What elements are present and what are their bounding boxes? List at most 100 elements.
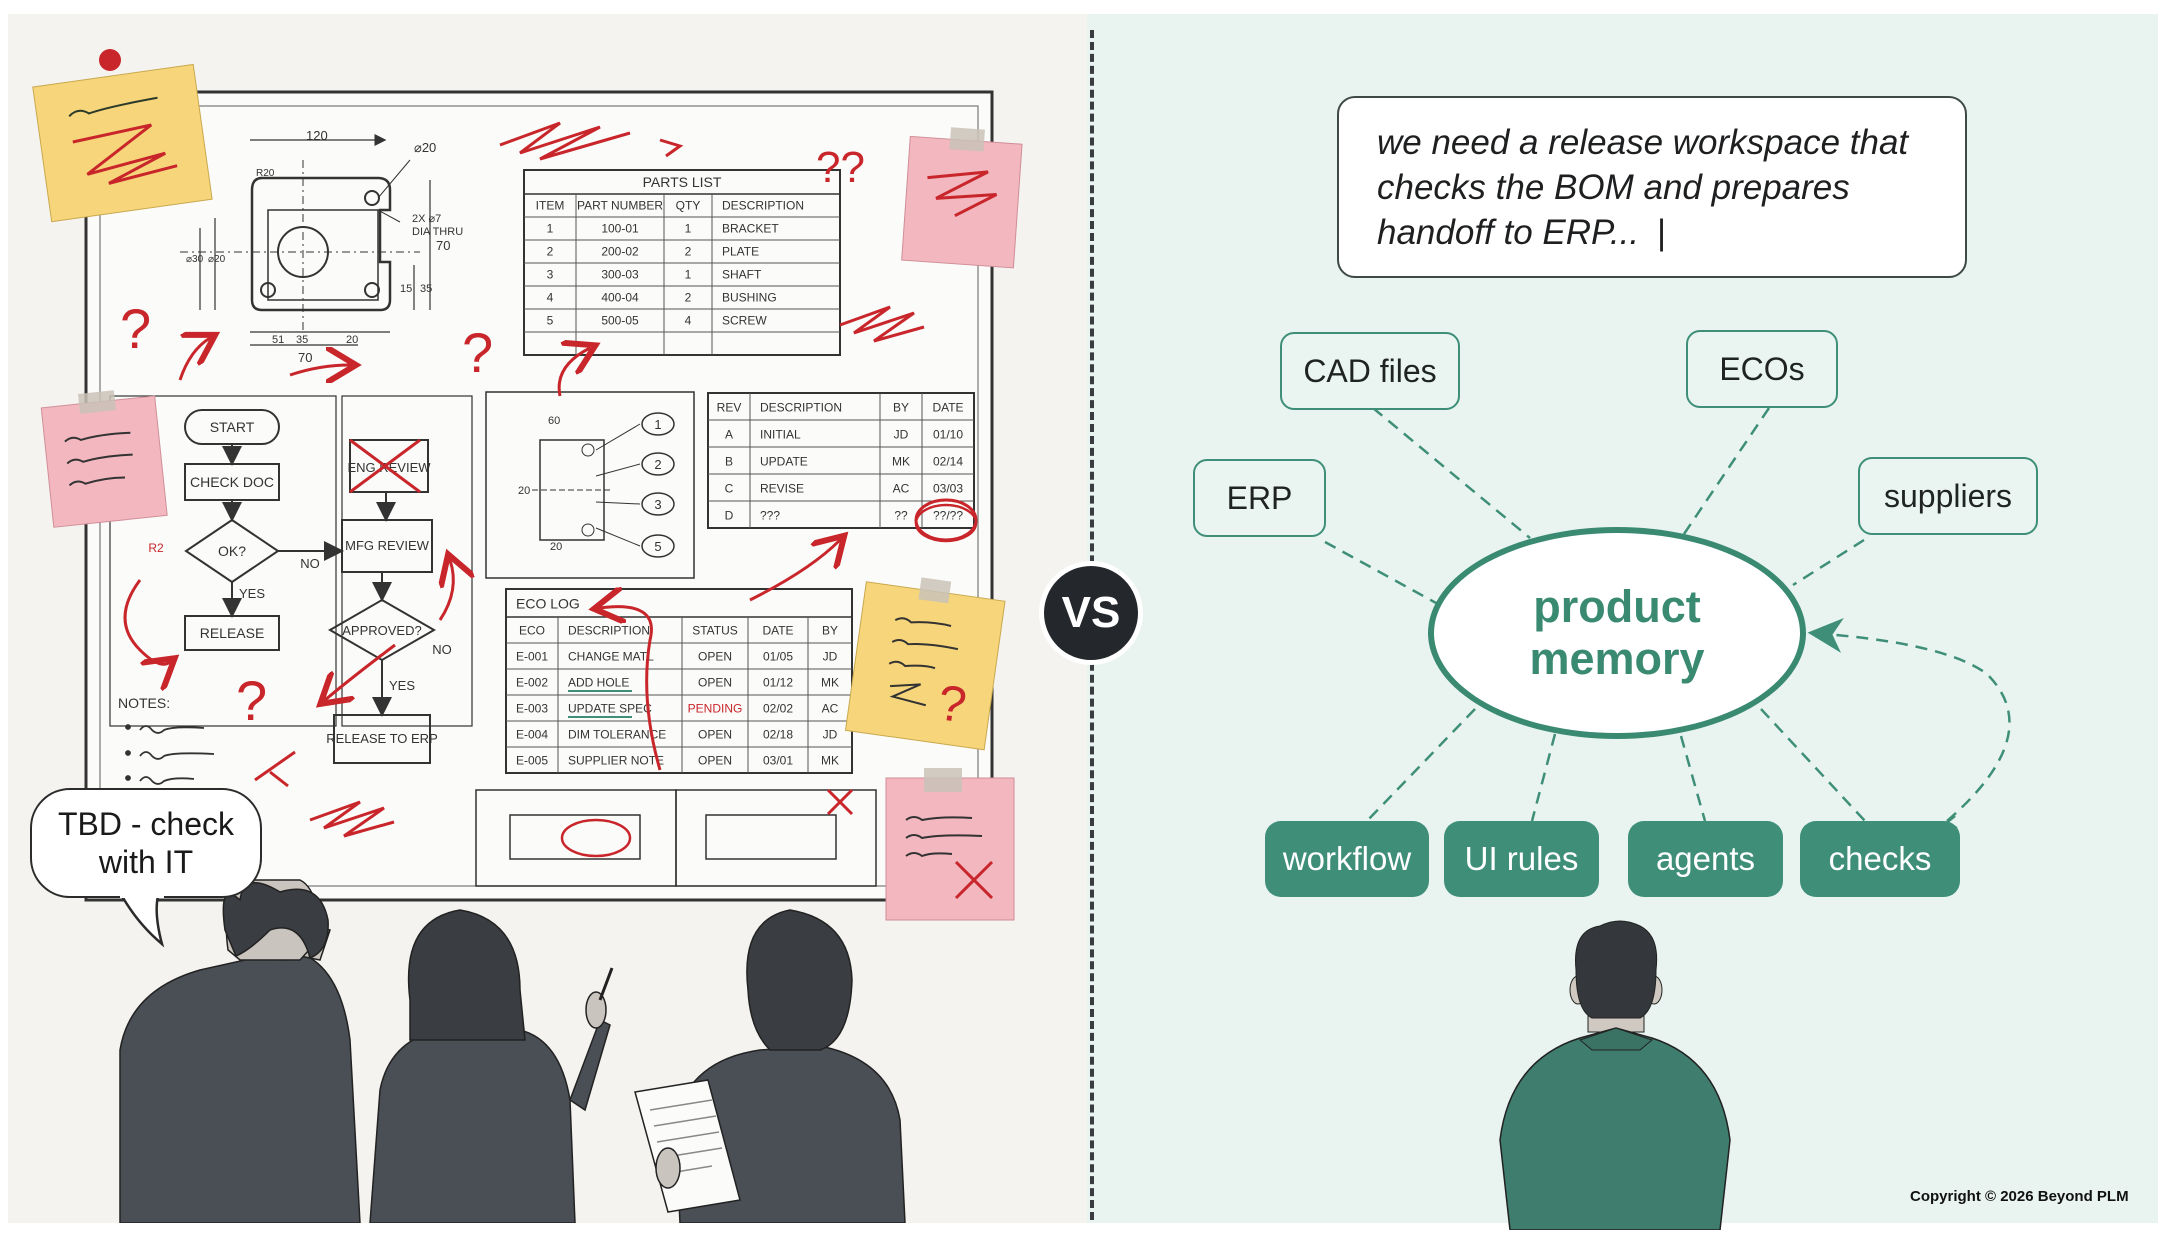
copyright-text: Copyright © 2026 Beyond PLM: [1910, 1188, 2129, 1205]
balloon-circle: [641, 452, 675, 476]
eco-log-cell: OPEN: [698, 676, 732, 690]
speech-bubble-tail: [120, 894, 165, 948]
push-pin-icon: [99, 49, 121, 71]
rev-table-header-cell: REV: [717, 400, 742, 414]
eco-log-cell: UPDATE SPEC: [568, 702, 652, 716]
core-line-2: memory: [1529, 633, 1705, 684]
parts-list-cell: SHAFT: [722, 268, 762, 282]
parts-list-cell: 5: [547, 314, 554, 328]
dim-2x-dia7: 2X ⌀7: [412, 213, 441, 225]
product-memory-core: product memory: [1428, 527, 1806, 739]
eco-log-cell: CHANGE MATL: [568, 650, 654, 664]
prompt-input-box[interactable]: we need a release workspace that checks …: [1337, 96, 1967, 278]
parts-list-cell: PLATE: [722, 245, 759, 259]
flow-release-erp-node: [333, 714, 431, 764]
revision-table: REVABCDDESCRIPTIONINITIALUPDATEREVISE???…: [707, 392, 978, 543]
balloon-leader: [595, 501, 641, 505]
rev-table-cell: C: [725, 481, 734, 495]
eco-log-cell: 03/01: [763, 754, 793, 768]
balloon-label: 5: [654, 539, 661, 554]
dim-dia20: ⌀20: [414, 140, 436, 155]
source-node-ecos: ECOs: [1686, 330, 1838, 408]
person-reading: [634, 909, 906, 1223]
question-mark-1: ?: [120, 297, 151, 360]
parts-list-cell: 100-01: [601, 222, 639, 236]
parts-list-cell: 2: [685, 291, 692, 305]
parts-list-cell: BUSHING: [722, 291, 777, 305]
parts-list-cell: 300-03: [601, 268, 639, 282]
detail-view-dims: 60 20 20: [518, 415, 562, 553]
eco-log-cell: E-001: [516, 650, 548, 664]
eco-log-cell: 02/18: [763, 728, 793, 742]
connector-agents: [1679, 735, 1707, 822]
parts-list-cell: 4: [547, 291, 554, 305]
flow-release-erp-label: RELEASE TO ERP: [326, 731, 438, 746]
flow-yes-label-1: YES: [239, 586, 265, 601]
rev-table-cell: REVISE: [760, 481, 804, 495]
eco-log-cell: MK: [821, 754, 839, 768]
connector-erp: [1324, 540, 1448, 611]
dim-70-vertical: 70: [436, 238, 450, 253]
parts-list-cell: 2: [547, 245, 554, 259]
flow-yes-label-2: YES: [389, 678, 415, 693]
balloon-circle: [641, 492, 675, 516]
flow-approved-label: APPROVED?: [342, 623, 421, 638]
flow-no-label-2: NO: [432, 642, 452, 657]
notes-label: NOTES:: [118, 695, 170, 711]
eco-log-cell: OPEN: [698, 728, 732, 742]
eco-log-table: ECO LOGECOE-001E-002E-003E-004E-005DESCR…: [505, 588, 853, 774]
part-drawing: [180, 134, 431, 346]
output-node-workflow: workflow: [1265, 821, 1429, 897]
parts-list-title: PARTS LIST: [643, 174, 722, 190]
parts-list-cell: 400-04: [601, 291, 639, 305]
rev-table-header-cell: DESCRIPTION: [760, 400, 842, 414]
speech-bubble-line-2: with IT: [98, 844, 194, 880]
balloon-leader: [595, 423, 641, 451]
question-mark-2: ?: [462, 321, 493, 384]
eco-log-header-cell: DESCRIPTION: [568, 624, 650, 638]
source-node-cad-files: CAD files: [1280, 332, 1460, 410]
question-mark-3: ?: [236, 669, 267, 732]
eco-log-cell: 01/12: [763, 676, 793, 690]
flow-ok-label: OK?: [218, 543, 246, 559]
parts-list-cell: 1: [547, 222, 554, 236]
rev-table-header-cell: BY: [893, 400, 909, 414]
eng-review-cross-out: [349, 438, 421, 494]
text-cursor: |: [1657, 213, 1667, 252]
parts-list-cell: SCREW: [722, 314, 767, 328]
balloon-circle: [641, 534, 675, 558]
person-pointing: [369, 909, 614, 1223]
eco-log-header-cell: BY: [822, 624, 838, 638]
eco-log-title: ECO LOG: [516, 596, 580, 612]
dim-dia30: ⌀30: [186, 254, 204, 265]
sticky-note-pink-top-right: [901, 127, 1023, 269]
flow-mfg-review-label: MFG REVIEW: [345, 538, 430, 553]
rev-table-frame: [707, 392, 975, 529]
eco-log-header-cell: DATE: [762, 624, 793, 638]
eco-log-cell: AC: [822, 702, 839, 716]
connector-suppliers: [1792, 538, 1865, 587]
rev-table-cell: D: [725, 508, 734, 522]
balloon-circle: [641, 412, 675, 436]
rev-table-cell: B: [725, 454, 733, 468]
rev-table-cell: MK: [892, 454, 910, 468]
parts-list-cell: 2: [685, 245, 692, 259]
flow-check-doc-node: [184, 463, 280, 501]
connector-cad-files: [1372, 407, 1531, 539]
dim-35: 35: [420, 283, 432, 295]
prompt-line-3: handoff to ERP...: [1377, 213, 1640, 252]
rev-table-cell: ??/??: [933, 508, 963, 522]
eco-log-cell: E-002: [516, 676, 548, 690]
notes-block: NOTES:: [118, 695, 215, 785]
eco-log-cell: E-003: [516, 702, 548, 716]
dim-r20: R20: [256, 168, 275, 179]
eco-log-cell: E-005: [516, 754, 548, 768]
section-views: [475, 789, 877, 887]
parts-list-header-cell: ITEM: [536, 199, 565, 213]
connector-ecos: [1682, 407, 1771, 535]
eco-log-cell: E-004: [516, 728, 548, 742]
eco-log-cell: PENDING: [688, 702, 743, 716]
feedback-loop-arrow: [1807, 617, 2011, 822]
